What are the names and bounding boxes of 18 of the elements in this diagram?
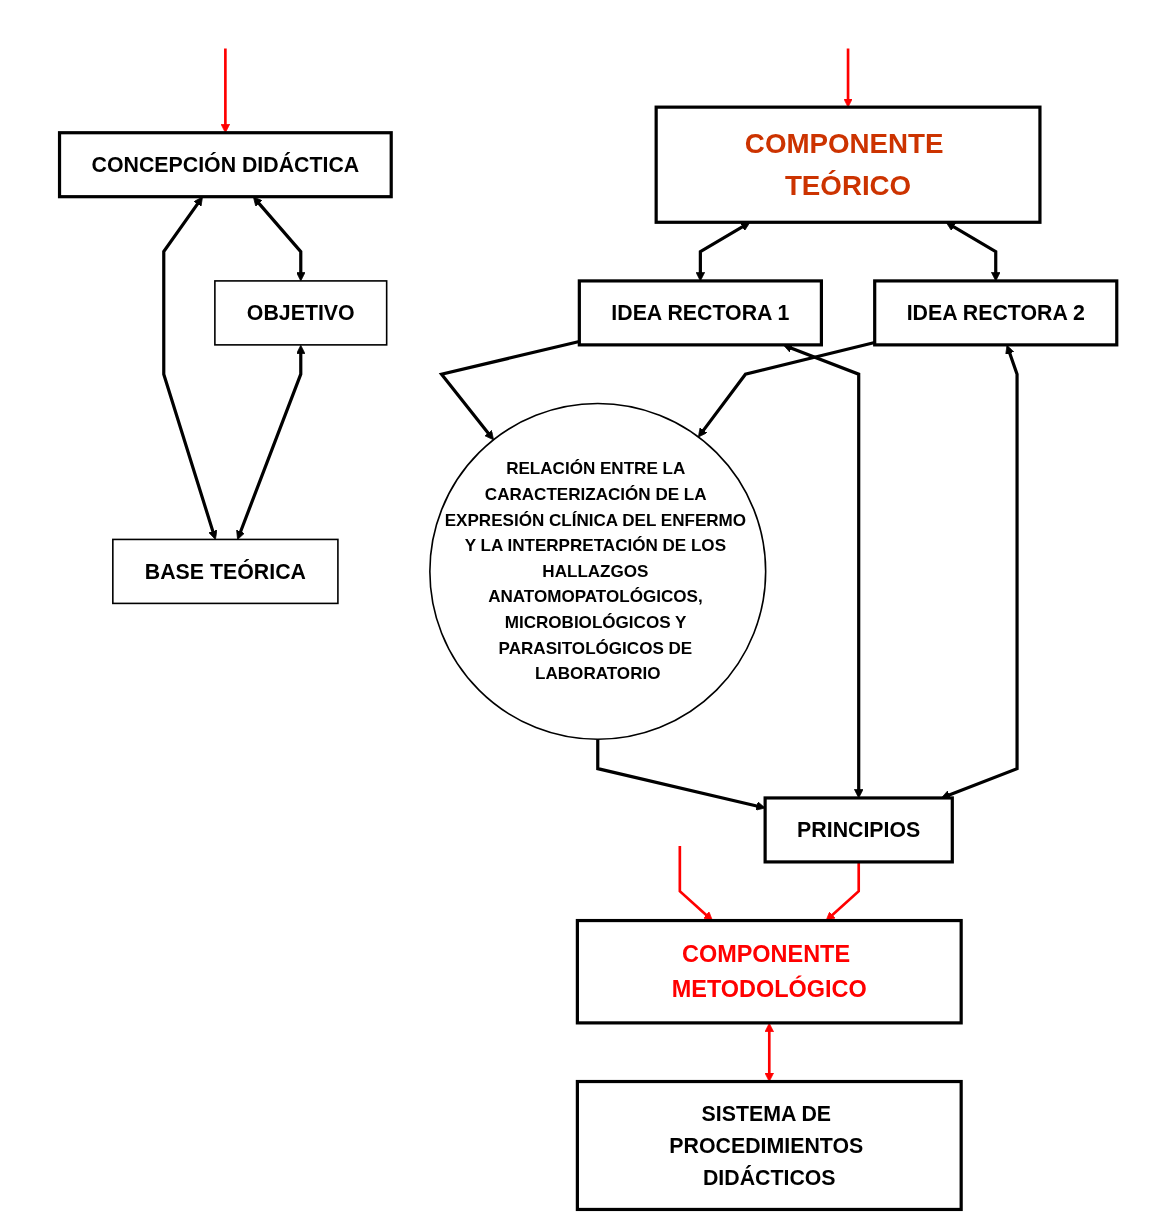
node-box: OBJETIVO xyxy=(213,280,388,346)
node-circle: RELACIÓN ENTRE LA CARACTERIZACIÓN DE LA EXPRESIÓN CLÍNICA DEL ENFERMO Y LA INTERPRETACIÓN DE LOS HALLAZGOS ANATOMOPATOLÓGICOS, MICROBIOLÓGICOS Y PARASITOLÓGICOS DE LABORATORIO xyxy=(428,402,767,741)
arrow xyxy=(162,196,218,540)
node-box: IDEA RECTORA 1 xyxy=(577,279,823,347)
arrow xyxy=(825,861,860,921)
arrow xyxy=(697,341,875,438)
node-box: BASE TEÓRICA xyxy=(111,538,339,605)
node-box: COMPONENTE METODOLÓGICO xyxy=(575,918,963,1025)
node-box: COMPONENTE TEÓRICO xyxy=(654,105,1042,224)
node-box: PRINCIPIOS xyxy=(763,796,954,864)
arrow xyxy=(678,845,713,921)
node-box: CONCEPCIÓN DIDÁCTICA xyxy=(57,131,393,199)
arrow xyxy=(236,344,306,540)
arrow xyxy=(843,48,853,108)
node-box: SISTEMA DE PROCEDIMIENTOS DIDÁCTICOS xyxy=(575,1079,963,1212)
arrow xyxy=(764,1022,774,1082)
node-box: IDEA RECTORA 2 xyxy=(872,279,1119,347)
arrow xyxy=(252,196,306,282)
